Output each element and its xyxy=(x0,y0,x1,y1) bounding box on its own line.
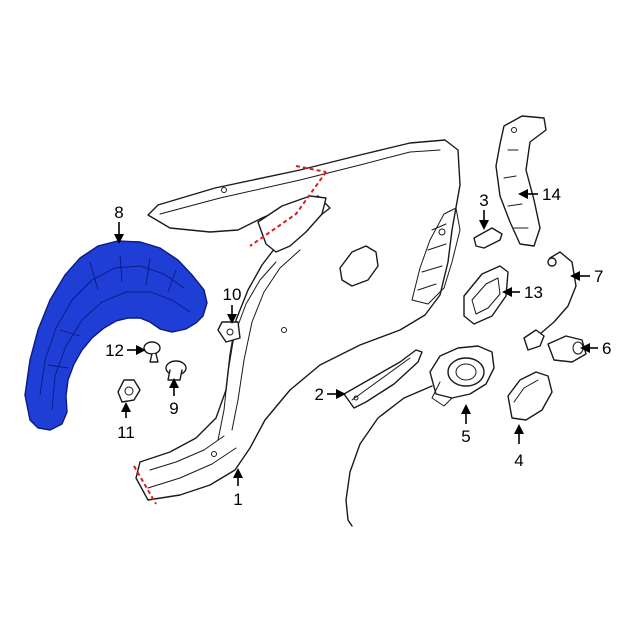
leaders xyxy=(114,189,598,486)
bracket-14-ribs xyxy=(503,149,529,229)
screw-12-head xyxy=(143,341,161,355)
nut-11-body xyxy=(117,379,141,403)
arrow-7 xyxy=(570,271,580,281)
cable-7-line xyxy=(539,251,577,335)
arrow-4 xyxy=(514,424,524,434)
screw-part-12[interactable] xyxy=(143,341,161,363)
clip-3-body xyxy=(473,227,503,249)
arrow-14 xyxy=(518,189,528,199)
callout-5: 5 xyxy=(461,427,470,446)
fuel-housing-clip xyxy=(431,381,453,407)
callout-12: 12 xyxy=(105,341,124,360)
callout-10: 10 xyxy=(223,285,242,304)
fuel-recess-on-panel xyxy=(339,245,379,287)
cable-7-actuator xyxy=(523,329,545,351)
panel-hole xyxy=(438,228,446,236)
nut-part-11[interactable] xyxy=(117,379,141,403)
callout-11: 11 xyxy=(117,423,135,442)
fuel-bracket-part-2[interactable] xyxy=(343,349,423,409)
callout-2: 2 xyxy=(315,385,324,404)
quarter-window-opening xyxy=(257,195,327,253)
clip-10-hole xyxy=(226,328,234,336)
nut-11-hole xyxy=(124,386,134,396)
panel-rear-structure xyxy=(411,207,461,305)
callout-1: 1 xyxy=(233,490,242,509)
callout-4: 4 xyxy=(514,451,523,470)
bracket-part-14[interactable] xyxy=(495,115,547,247)
arrow-1 xyxy=(233,468,243,478)
fuel-bracket-body xyxy=(343,349,423,409)
callout-9: 9 xyxy=(169,399,178,418)
bracket-14-body xyxy=(495,115,547,247)
arrow-11 xyxy=(121,402,131,412)
fuel-drain-hose xyxy=(345,385,433,527)
arrow-2 xyxy=(336,389,346,399)
fuel-housing-part-5[interactable] xyxy=(345,345,495,527)
screw-12-shank xyxy=(149,353,159,363)
bolt-part-9[interactable] xyxy=(165,360,187,381)
clip-part-10[interactable] xyxy=(217,321,241,343)
arrow-12 xyxy=(136,345,146,355)
panel-inner-arch xyxy=(231,249,301,431)
arrow-13 xyxy=(502,287,512,297)
arrow-3 xyxy=(479,220,489,230)
fuel-trim-inner xyxy=(471,277,501,315)
callout-3: 3 xyxy=(479,191,488,210)
wheel-liner-body xyxy=(24,240,208,431)
fuel-door-part-4[interactable] xyxy=(507,371,553,421)
cut-line-sill xyxy=(133,465,157,505)
callout-6: 6 xyxy=(602,339,611,358)
cut-line-roof xyxy=(295,165,327,173)
fuel-door-body xyxy=(507,371,553,421)
fuel-door-highlight xyxy=(513,379,539,403)
callout-8: 8 xyxy=(114,203,123,222)
panel-hole xyxy=(221,187,227,193)
arrow-8 xyxy=(114,234,124,244)
arrow-6 xyxy=(580,343,590,353)
panel-roof-edge xyxy=(159,149,441,215)
callout-14: 14 xyxy=(542,185,561,204)
release-cable-part-7[interactable] xyxy=(523,251,577,351)
actuator-6-body xyxy=(547,335,587,363)
actuator-part-6[interactable] xyxy=(547,335,587,363)
fuel-bracket-edge xyxy=(351,357,411,401)
bolt-9-collar xyxy=(167,369,183,381)
panel-hole xyxy=(281,327,287,333)
clip-10-body xyxy=(217,321,241,343)
clip-part-3[interactable] xyxy=(473,227,503,249)
cable-7-end xyxy=(547,257,557,267)
fuel-housing-cap xyxy=(447,357,485,387)
wheel-liner-part-8[interactable] xyxy=(24,240,208,431)
wheel-liner-ribs xyxy=(39,254,191,411)
fuel-trim-part-13[interactable] xyxy=(463,265,509,325)
bracket-14-hole xyxy=(511,127,517,133)
panel-sill-lines xyxy=(147,435,237,489)
arrow-9 xyxy=(169,378,179,388)
panel-hole xyxy=(211,451,217,457)
cut-lines xyxy=(133,165,327,505)
quarter-panel-outer xyxy=(135,139,461,501)
callout-13: 13 xyxy=(524,283,543,302)
callout-labels: 8 10 12 9 11 1 2 5 4 3 14 13 7 6 xyxy=(105,185,611,509)
cut-line-pillar xyxy=(249,171,327,247)
fuel-bracket-hole xyxy=(353,395,359,401)
callout-7: 7 xyxy=(594,267,603,286)
arrow-5 xyxy=(461,404,471,414)
arrow-10 xyxy=(227,314,237,324)
fuel-trim-frame xyxy=(463,265,509,325)
fuel-housing-neck xyxy=(455,363,477,381)
